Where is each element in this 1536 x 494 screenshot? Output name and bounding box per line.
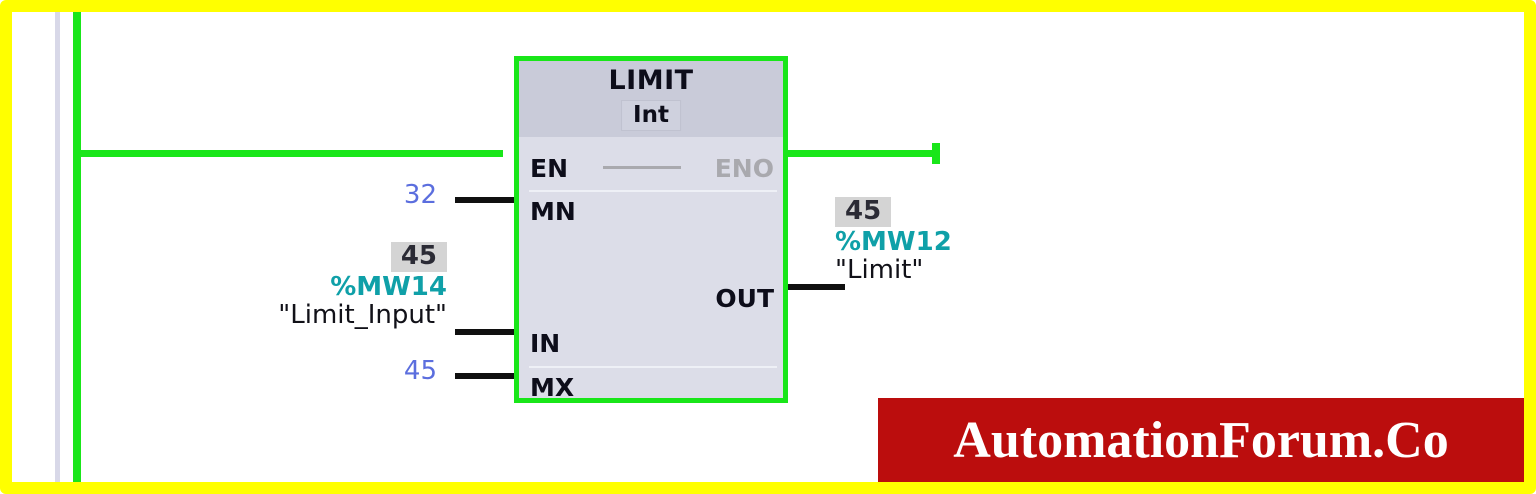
function-block-title: LIMIT xyxy=(608,65,694,96)
watermark-text: AutomationForum.Co xyxy=(953,411,1449,469)
operand-in-address[interactable]: %MW14 xyxy=(330,271,447,302)
out-pin-stub xyxy=(788,284,845,290)
operand-out-monitor-value: 45 xyxy=(835,197,892,227)
operand-mx-constant[interactable]: 45 xyxy=(403,356,437,386)
operand-mn-constant[interactable]: 32 xyxy=(403,180,437,210)
in-pin-stub xyxy=(455,329,514,335)
operand-in-monitor-value-wrap: 45 xyxy=(112,242,447,272)
ladder-editor-canvas[interactable]: LIMIT Int EN ENO MN IN MX OUT 32 45 xyxy=(12,12,1524,482)
mx-pin-stub xyxy=(455,373,514,379)
pin-row-separator xyxy=(529,190,777,192)
power-rail-vertical[interactable] xyxy=(73,12,81,482)
operand-out-symbol[interactable]: "Limit" xyxy=(835,255,924,286)
power-rail-branch-to-en[interactable] xyxy=(73,150,503,157)
operand-out-address[interactable]: %MW12 xyxy=(835,226,952,257)
pin-label-mn[interactable]: MN xyxy=(530,197,576,226)
en-eno-connector-line xyxy=(603,166,681,169)
operand-in-symbol[interactable]: "Limit_Input" xyxy=(278,300,447,331)
eno-terminal-marker xyxy=(932,143,940,164)
operand-out-monitor-value-wrap: 45 xyxy=(835,197,952,227)
mn-pin-stub xyxy=(455,197,514,203)
operand-in-monitor-value: 45 xyxy=(390,242,447,272)
pin-label-mx[interactable]: MX xyxy=(530,373,575,402)
operand-in-group[interactable]: 45 %MW14 "Limit_Input" xyxy=(112,242,447,329)
eno-output-wire[interactable] xyxy=(787,150,937,157)
pin-label-in[interactable]: IN xyxy=(530,329,561,358)
operand-out-group[interactable]: 45 %MW12 "Limit" xyxy=(835,197,952,284)
limit-function-block[interactable]: LIMIT Int EN ENO MN IN MX OUT xyxy=(514,56,788,403)
data-type-selector[interactable]: Int xyxy=(621,100,681,131)
pin-label-en[interactable]: EN xyxy=(530,154,569,183)
editor-gutter-separator xyxy=(55,12,60,482)
pin-label-out[interactable]: OUT xyxy=(715,284,774,313)
watermark-banner: AutomationForum.Co xyxy=(878,398,1524,482)
pin-row-separator xyxy=(529,366,777,368)
pin-label-eno[interactable]: ENO xyxy=(714,154,774,183)
